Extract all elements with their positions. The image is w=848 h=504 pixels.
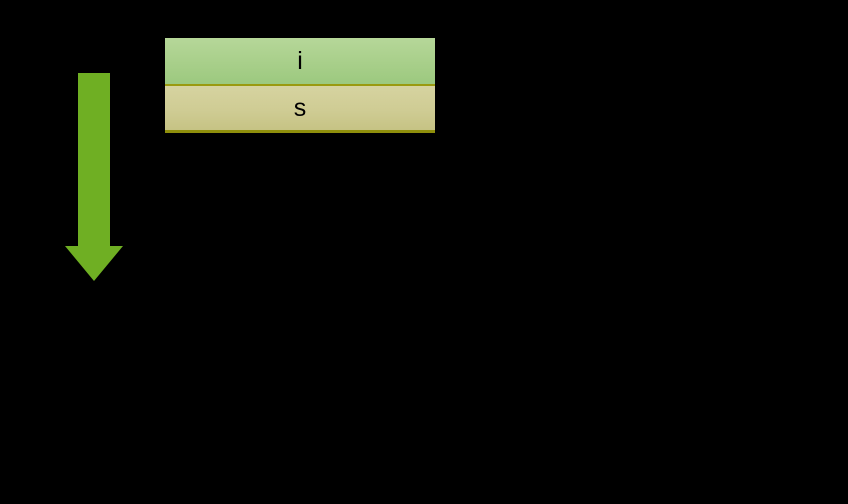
down-arrow-shape <box>65 73 123 281</box>
down-arrow <box>63 71 125 283</box>
stack-row-i: i <box>165 38 435 86</box>
stack-row-s-label: s <box>293 93 307 122</box>
stack-box: i s <box>165 38 435 133</box>
down-arrow-polygon <box>65 73 123 281</box>
stack-row-i-label: i <box>297 46 303 75</box>
stack-row-s: s <box>165 86 435 133</box>
